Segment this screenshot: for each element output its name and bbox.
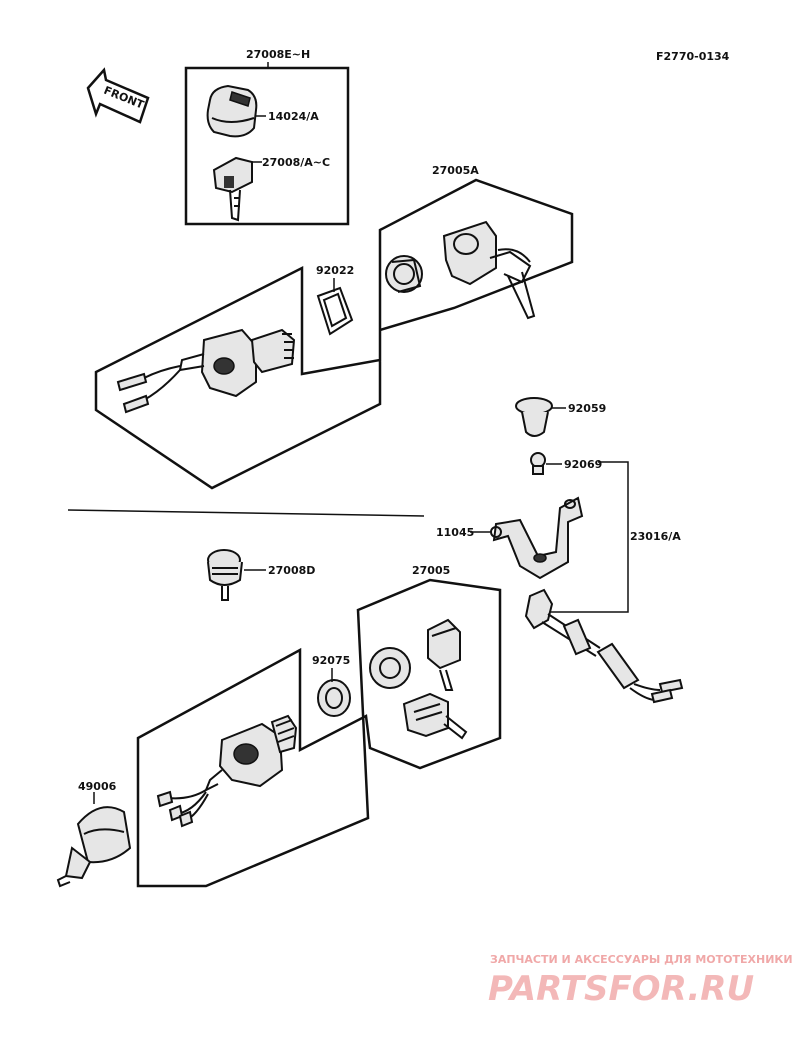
- lock-set-a-frame: [94, 178, 574, 490]
- knob-14024-part: [206, 84, 258, 138]
- divider-line: [67, 509, 425, 517]
- key-set-frame: [184, 66, 350, 226]
- label-bulb: 92069: [564, 458, 602, 471]
- bracket-11045-part: [490, 496, 584, 580]
- bulb-92069-part: [530, 452, 546, 475]
- washer-92075-part: [317, 679, 351, 717]
- label-washer: 92075: [312, 654, 350, 667]
- label-socket-assy: 23016/A: [630, 530, 681, 543]
- watermark-logo: PARTSFOR.RU: [488, 969, 754, 1009]
- lock-body-a-part: [442, 220, 536, 320]
- label-bracket: 11045: [436, 526, 474, 539]
- nut-part: [385, 255, 423, 293]
- label-knob-d: 27008D: [268, 564, 315, 577]
- label-cover: 49006: [78, 780, 117, 793]
- label-lock-set-a: 27005A: [432, 164, 479, 177]
- label-lock-set: 27005: [412, 564, 450, 577]
- label-knob: 14024/A: [268, 110, 319, 123]
- figure-code: F2770-0134: [656, 50, 730, 63]
- watermark-tagline: ЗАПЧАСТИ И АКСЕССУАРЫ ДЛЯ МОТОТЕХНИКИ: [490, 953, 793, 966]
- front-arrow-icon: FRONT: [86, 67, 150, 124]
- ignition-switch-a-part: [116, 328, 296, 414]
- key-27008-part: [212, 156, 253, 222]
- label-key: 27008/A~C: [262, 156, 330, 169]
- cap-92059-part: [515, 397, 553, 437]
- ignition-switch-part: [156, 714, 298, 828]
- label-washer-a: 92022: [316, 264, 354, 277]
- washer-92022-part: [316, 286, 354, 336]
- cover-49006-part: [56, 806, 132, 888]
- label-key-set: 27008E~H: [246, 48, 310, 61]
- knob-27008d-part: [207, 549, 243, 601]
- lock-body-part: [369, 618, 468, 740]
- socket-wire-part: [524, 588, 684, 704]
- socket-assy-leader: [550, 461, 629, 613]
- label-cap-92059: 92059: [568, 402, 606, 415]
- lock-set-frame: [136, 578, 502, 888]
